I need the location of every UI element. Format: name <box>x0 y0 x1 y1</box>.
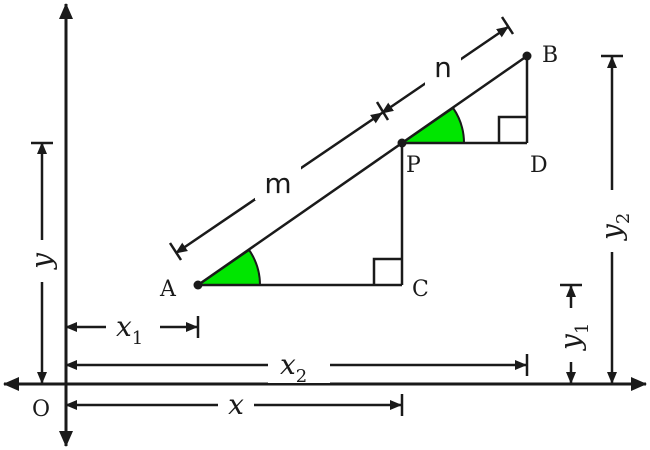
x-label-gap <box>218 388 254 422</box>
point-a-label: A <box>159 277 177 302</box>
line-ab <box>197 54 528 287</box>
segment-n-label: n <box>434 51 452 84</box>
x1-label-gap <box>106 308 160 348</box>
n-label-gap <box>425 48 461 86</box>
x2-label: x2 <box>280 348 307 387</box>
point-a-dot <box>193 280 203 290</box>
y1-label: y1 <box>554 323 593 352</box>
x1-label: x1 <box>116 310 143 349</box>
point-p-dot <box>397 138 407 148</box>
point-d-label: D <box>530 153 548 178</box>
point-b-label: B <box>542 43 558 68</box>
m-label-gap <box>255 160 301 200</box>
point-b-dot <box>522 51 532 61</box>
y2-label: y2 <box>595 213 634 242</box>
y-label-gap <box>24 240 60 282</box>
point-p-label: P <box>406 153 421 178</box>
point-c-label: C <box>412 277 429 302</box>
m-tick-start <box>168 242 183 261</box>
right-angle-d <box>497 115 527 143</box>
x2-label-gap <box>268 343 330 383</box>
y2-label-gap <box>594 190 630 252</box>
n-tick-end <box>500 16 515 35</box>
y-label: y <box>25 252 58 271</box>
point-o-label: O <box>32 397 50 422</box>
y1-label-gap <box>553 308 589 362</box>
x-label: x <box>228 388 244 421</box>
segment-m-label: m <box>264 167 291 200</box>
right-angle-c <box>372 257 402 285</box>
